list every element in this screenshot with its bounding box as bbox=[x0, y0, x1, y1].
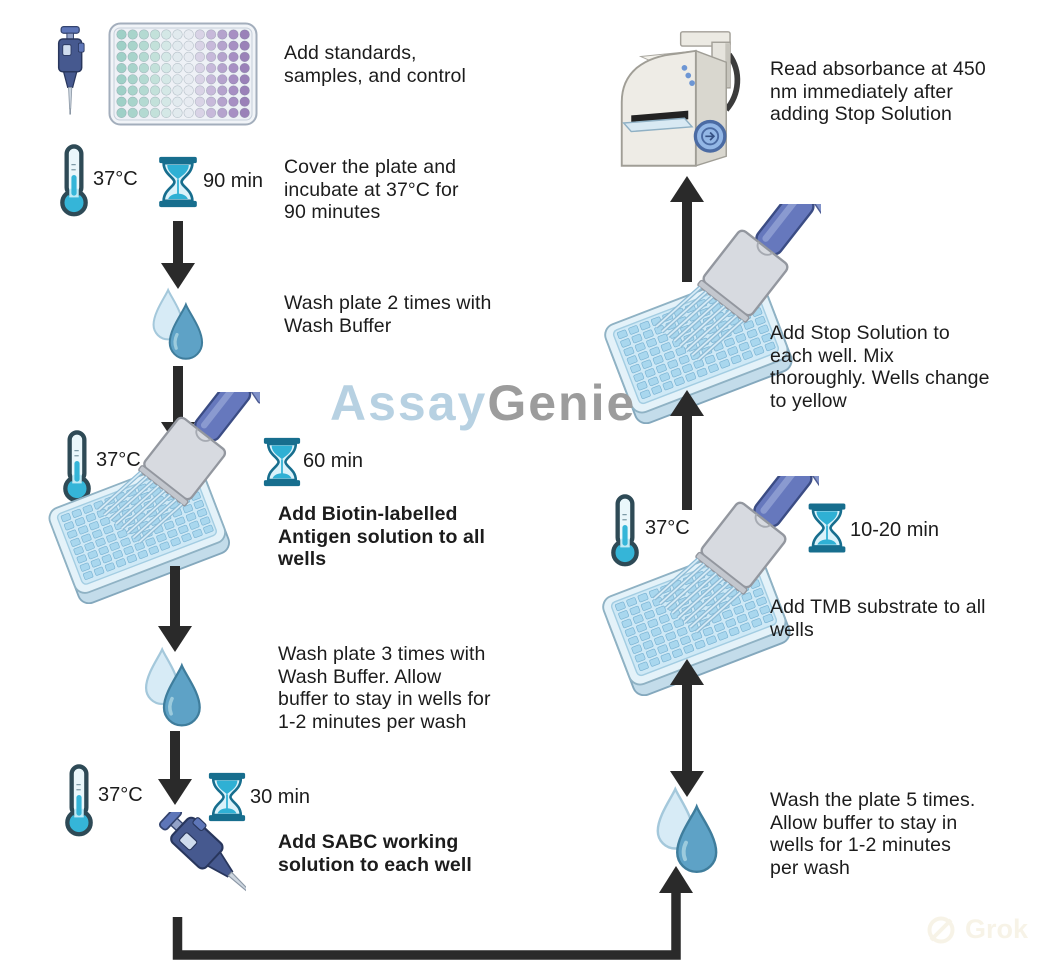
plate-reader-icon bbox=[600, 28, 748, 180]
step-text-wash5: Wash the plate 5 times. Allow buffer to … bbox=[770, 789, 976, 879]
temp-label-biotin: 37°C bbox=[96, 449, 141, 471]
pipette-icon bbox=[48, 16, 94, 126]
watermark-genie: Genie bbox=[487, 375, 637, 431]
thermometer-icon bbox=[60, 762, 98, 840]
hourglass-icon bbox=[261, 437, 303, 487]
grok-label: Grok bbox=[965, 914, 1029, 944]
arrow-down-icon bbox=[158, 566, 192, 652]
temp-label-tmb: 37°C bbox=[645, 517, 690, 539]
watermark: AssayGenie bbox=[330, 374, 636, 432]
time-label-tmb: 10-20 min bbox=[850, 519, 939, 541]
water-drops-icon bbox=[650, 784, 722, 876]
step-text-wash2: Wash plate 2 times with Wash Buffer bbox=[284, 292, 492, 337]
time-label-incubate: 90 min bbox=[203, 170, 264, 192]
hourglass-icon bbox=[156, 156, 200, 208]
step-text-sabc: Add SABC working solution to each well bbox=[278, 831, 472, 876]
arrow-up-icon bbox=[670, 390, 704, 510]
temp-label-incubate: 37°C bbox=[93, 168, 138, 190]
multichannel-pipette-plate-icon bbox=[596, 204, 821, 424]
step-text-wash3: Wash plate 3 times with Wash Buffer. All… bbox=[278, 643, 491, 733]
step-text-incubate: Cover the plate and incubate at 37°C for… bbox=[284, 156, 459, 223]
grok-logo-icon bbox=[926, 915, 956, 945]
arrow-down-icon bbox=[161, 221, 195, 289]
arrow-down-icon bbox=[158, 731, 192, 805]
water-drops-icon bbox=[142, 286, 212, 362]
time-label-biotin: 60 min bbox=[303, 450, 364, 472]
arrow-up-icon bbox=[670, 176, 704, 282]
96-well-plate-icon bbox=[108, 22, 258, 126]
hourglass-icon bbox=[806, 502, 848, 554]
water-drops-icon bbox=[137, 645, 207, 729]
double-arrow-icon bbox=[670, 659, 704, 797]
temp-label-sabc: 37°C bbox=[98, 784, 143, 806]
step-text-tmb: Add TMB substrate to all wells bbox=[770, 596, 986, 641]
step-text-biotin: Add Biotin-labelled Antigen solution to … bbox=[278, 503, 486, 570]
step-text-add-standards: Add standards, samples, and control bbox=[284, 42, 466, 87]
time-label-sabc: 30 min bbox=[250, 786, 311, 808]
thermometer-icon bbox=[55, 142, 93, 220]
multichannel-pipette-plate-icon bbox=[38, 392, 260, 604]
step-text-stop: Add Stop Solution to each well. Mix thor… bbox=[770, 322, 990, 412]
connector-line bbox=[166, 856, 710, 968]
watermark-assay: Assay bbox=[330, 375, 488, 431]
multichannel-pipette-plate-icon bbox=[594, 476, 819, 696]
step-text-read: Read absorbance at 450 nm immediately af… bbox=[770, 58, 986, 125]
grok-watermark: Grok bbox=[926, 914, 1028, 945]
